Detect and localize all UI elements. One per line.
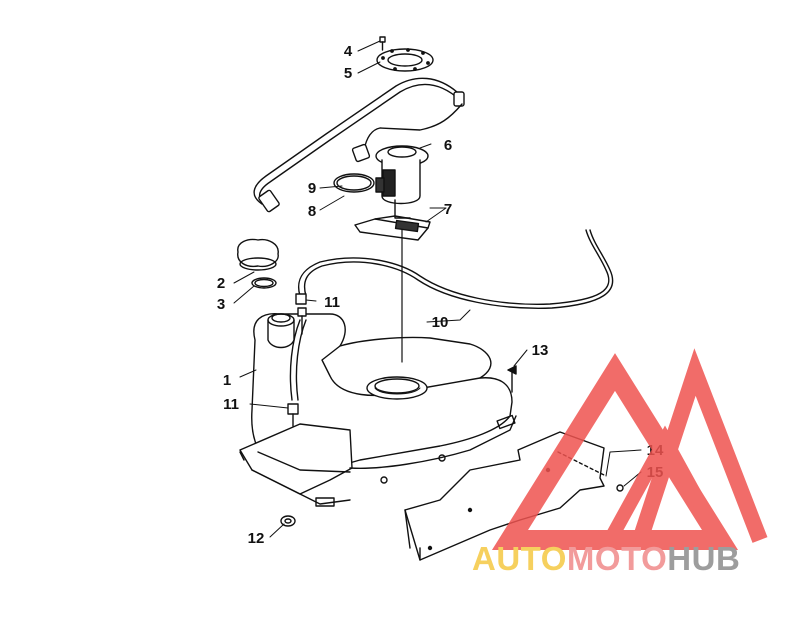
callout-11-lower: 11 <box>223 396 239 413</box>
callout-5: 5 <box>344 65 352 82</box>
callout-2: 2 <box>217 275 225 292</box>
part-12-grommet <box>280 515 296 527</box>
callout-8: 8 <box>308 203 316 220</box>
callout-7: 7 <box>444 201 452 218</box>
part-9-fuel-line <box>253 77 465 213</box>
part-10-vent-hose <box>297 229 614 309</box>
callout-1: 1 <box>223 372 231 389</box>
automotohub-watermark-logo: AUTOMOTOHUB <box>472 348 768 577</box>
callout-3: 3 <box>217 296 225 313</box>
callout-4: 4 <box>344 43 353 60</box>
part-13-bolt <box>507 365 517 393</box>
callout-12: 12 <box>248 530 265 547</box>
part-7-filter <box>354 215 431 241</box>
part-8-o-ring <box>333 173 375 193</box>
callout-9: 9 <box>308 180 316 197</box>
callout-10: 10 <box>432 314 449 331</box>
logo-text: AUTOMOTOHUB <box>472 540 740 577</box>
callout-11-upper: 11 <box>324 294 340 311</box>
part-11-clamp-lower <box>287 319 307 427</box>
callout-6: 6 <box>444 137 452 154</box>
part-11-clamp-upper <box>295 293 307 335</box>
part-2-fuel-cap <box>237 238 279 271</box>
part-5-retaining-ring <box>376 48 434 72</box>
callout-13: 13 <box>532 342 549 359</box>
leader-lines <box>233 40 642 538</box>
part-4-screw <box>379 36 386 51</box>
part-1-fuel-tank <box>239 313 517 507</box>
part-6-fuel-pump <box>351 103 463 219</box>
part-3-gasket <box>251 277 277 289</box>
